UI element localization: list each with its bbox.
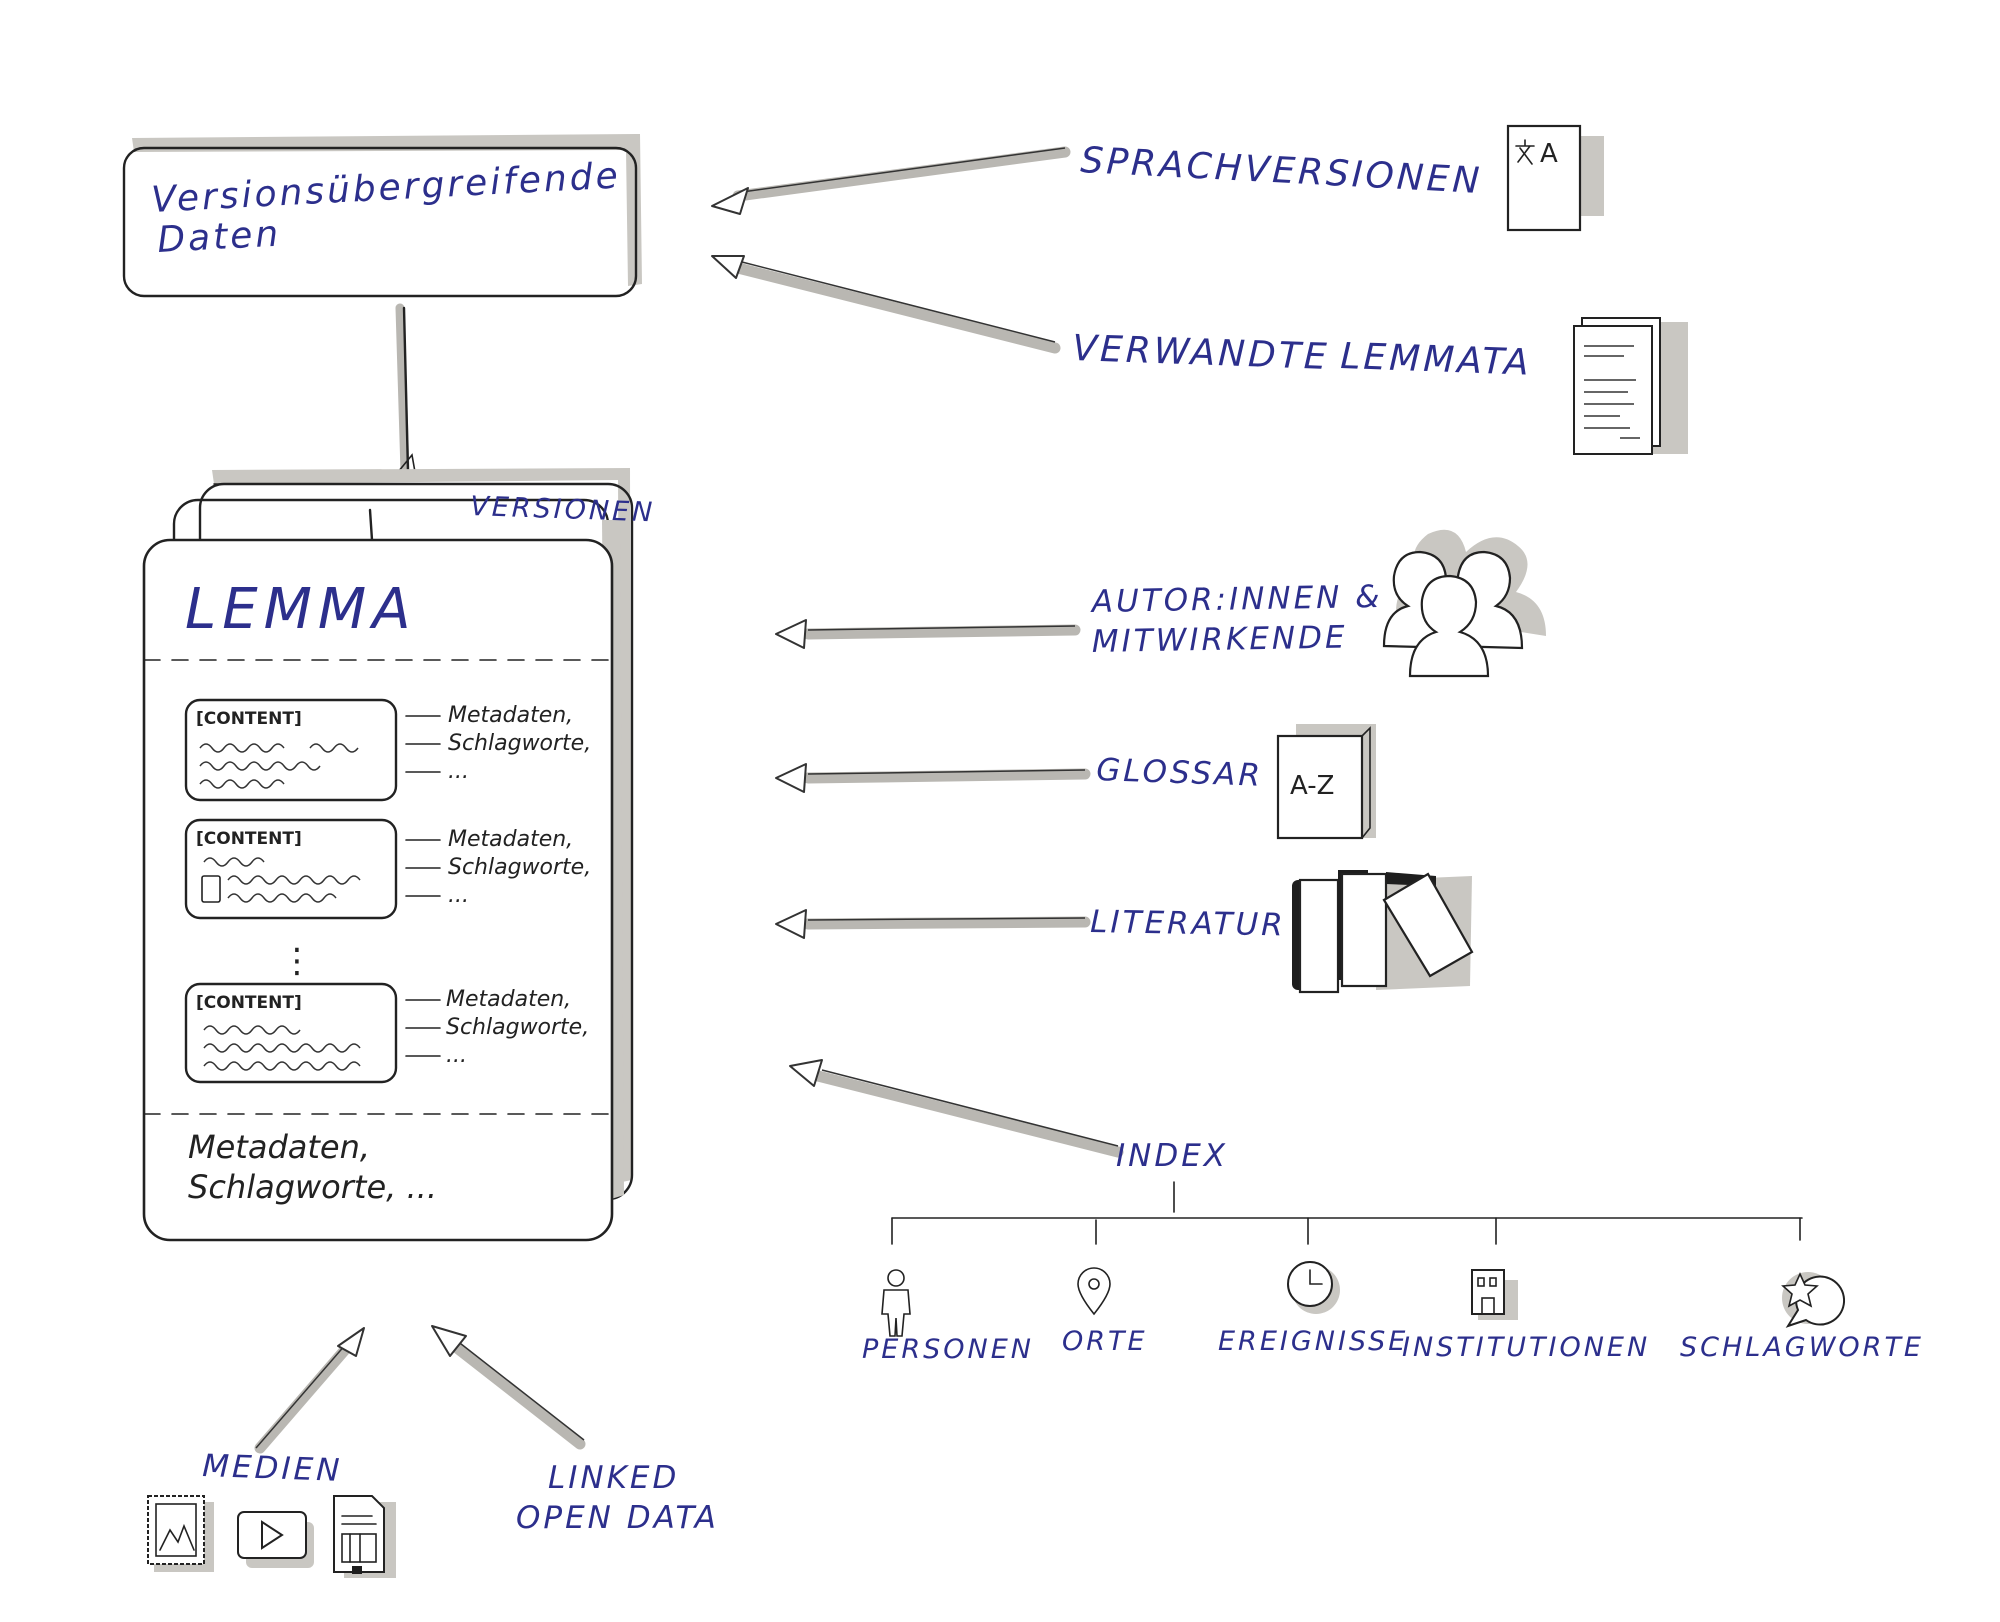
content-block-2: [CONTENT] Metadaten, Schlagworte, ...: [184, 818, 591, 920]
content-block-1: [CONTENT] Metadaten, Schlagworte, ...: [184, 698, 591, 802]
meta-1-2: Schlagworte,: [448, 731, 591, 756]
pdf-icon: [333, 1495, 396, 1578]
label-glossar: GLOSSAR: [1096, 752, 1264, 794]
label-literatur: LITERATUR: [1090, 904, 1286, 943]
translate-icon: A: [1506, 124, 1604, 232]
book-icon-text: A-Z: [1290, 771, 1334, 801]
versions-label: VERSIONEN: [470, 491, 656, 528]
label-linked: LINKED: [548, 1460, 679, 1496]
play-icon: [237, 1511, 314, 1568]
clock-icon: [1287, 1261, 1340, 1314]
arrow-linked-open-data: [431, 1325, 586, 1450]
arrow-index: [789, 1059, 1124, 1158]
books-icon: [1292, 870, 1474, 994]
content-block-3: [CONTENT] Metadaten, Schlagworte, ...: [184, 982, 589, 1084]
label-lemmata: LEMMATA: [1340, 336, 1533, 384]
connector-line: [395, 303, 416, 477]
content-label-2: [CONTENT]: [196, 829, 302, 849]
meta-2-3: ...: [448, 883, 469, 908]
arrow-literatur: [775, 909, 1091, 939]
arrow-sprachversionen: [711, 146, 1071, 215]
index-schlagworte: SCHLAGWORTE: [1680, 1332, 1924, 1363]
star-bubble-icon: [1781, 1272, 1846, 1328]
index-orte: ORTE: [1062, 1326, 1148, 1357]
index-tree: [891, 1181, 1803, 1245]
index-ereignisse: EREIGNISSE: [1218, 1326, 1408, 1357]
book-icon: A-Z: [1276, 724, 1376, 840]
cross-version-data-box: Versionsübergreifende Daten: [122, 134, 642, 298]
meta-3-3: ...: [446, 1043, 467, 1068]
lemma-title: LEMMA: [185, 577, 417, 642]
arrow-medien: [254, 1327, 365, 1454]
top-box-line2: Daten: [156, 214, 282, 261]
label-open-data: OPEN DATA: [516, 1500, 719, 1536]
location-pin-icon: [1077, 1267, 1111, 1316]
translate-icon-letter: A: [1540, 139, 1558, 169]
label-index: INDEX: [1116, 1138, 1228, 1174]
content-label-1: [CONTENT]: [196, 709, 302, 729]
lemma-footer-2: Schlagworte, ...: [188, 1168, 437, 1206]
meta-2-2: Schlagworte,: [448, 855, 591, 880]
lemma-stack: VERSIONEN LEMMA [CONTENT] Metadaten, Sch…: [142, 468, 656, 1242]
content-label-3: [CONTENT]: [196, 993, 302, 1013]
meta-1-3: ...: [448, 759, 469, 784]
lemma-footer-1: Metadaten,: [188, 1128, 370, 1166]
content-ellipsis: ⋮: [280, 941, 314, 981]
label-autorinnen-2: MITWIRKENDE: [1092, 620, 1348, 660]
index-personen: PERSONEN: [862, 1334, 1034, 1365]
meta-2-1: Metadaten,: [448, 827, 573, 852]
arrow-glossar: [775, 763, 1091, 793]
label-sprachversionen: SPRACHVERSIONEN: [1080, 140, 1484, 202]
label-verwandte: VERWANDTE: [1072, 328, 1330, 378]
label-autorinnen-1: AUTOR:INNEN &: [1090, 579, 1383, 620]
label-medien: MEDIEN: [202, 1448, 343, 1489]
person-icon: [881, 1269, 911, 1337]
meta-1-1: Metadaten,: [448, 703, 573, 728]
meta-3-1: Metadaten,: [446, 987, 571, 1012]
lemma-card: [142, 538, 614, 1242]
building-icon: [1471, 1269, 1518, 1320]
meta-3-2: Schlagworte,: [446, 1015, 589, 1040]
arrow-autorinnen: [775, 619, 1081, 649]
index-institutionen: INSTITUTIONEN: [1402, 1332, 1650, 1363]
media-thumbnail-icon: [201, 875, 221, 903]
documents-icon: [1573, 317, 1688, 455]
people-icon: [1382, 529, 1546, 678]
arrow-verwandte-lemmata: [711, 255, 1061, 354]
top-box-line1: Versionsübergreifende: [150, 155, 621, 221]
image-icon: [147, 1495, 214, 1572]
